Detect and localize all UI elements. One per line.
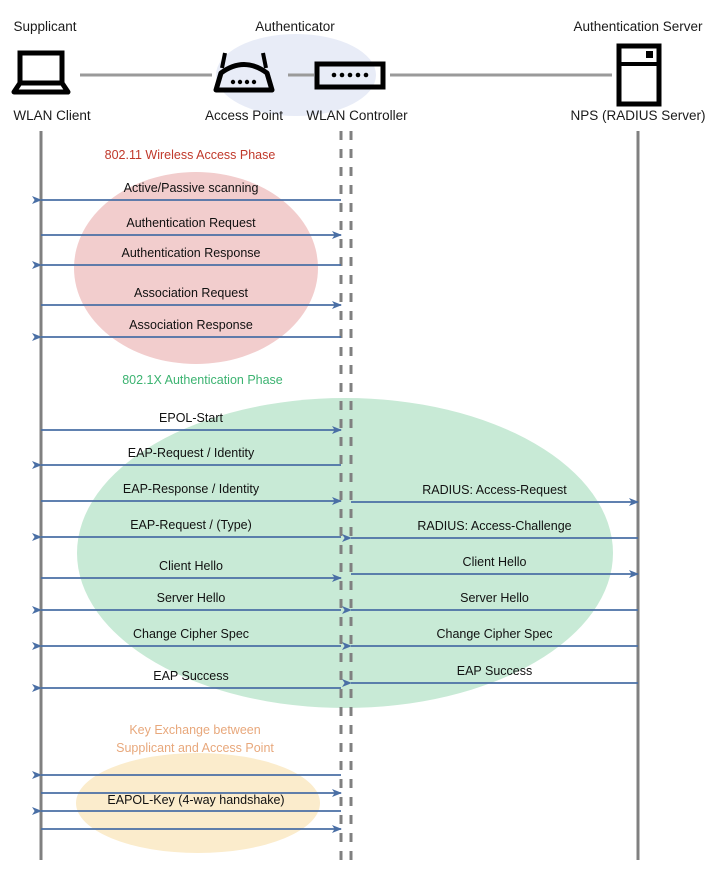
phase-8021x-ellipse <box>77 398 613 708</box>
message-label-association-request-left: Association Request <box>134 286 248 300</box>
message-label-eap-request-type-left: EAP-Request / (Type) <box>130 518 252 532</box>
phase-label-keyexchange-line2: Supplicant and Access Point <box>116 741 274 755</box>
message-label-epol-start-left: EPOL-Start <box>159 411 223 425</box>
server-icon <box>616 43 662 107</box>
actor-name-nps-radius-server: NPS (RADIUS Server) <box>570 108 706 123</box>
phase-label-80211: 802.11 Wireless Access Phase <box>104 148 276 162</box>
message-label-eap-success-left: EAP Success <box>153 669 229 683</box>
actor-name-access-point: Access Point <box>204 108 284 123</box>
message-label-server-hello-left: Server Hello <box>156 591 226 605</box>
message-label-client-hello-right: Client Hello <box>462 555 527 569</box>
message-label-authentication-request-left: Authentication Request <box>126 216 256 230</box>
wlan-controller-icon <box>314 61 386 90</box>
laptop-icon <box>11 50 71 95</box>
message-label-eap-success-right: EAP Success <box>456 664 533 678</box>
phase-keyexchange-ellipse <box>76 753 320 853</box>
message-label-change-cipher-spec-left: Change Cipher Spec <box>132 627 250 641</box>
message-label-server-hello-right: Server Hello <box>460 591 529 605</box>
message-label-eapol-key-group: EAPOL-Key (4-way handshake) <box>107 793 285 807</box>
message-arrow-layer <box>32 196 639 833</box>
message-label-active-passive-scanning-left: Active/Passive scanning <box>123 181 259 195</box>
actor-role-authenticator: Authenticator <box>255 19 335 34</box>
phase-label-8021x: 802.1X Authentication Phase <box>122 373 283 387</box>
wireless-router-icon <box>213 52 275 93</box>
actor-role-supplicant: Supplicant <box>13 19 77 34</box>
phase-80211-ellipse <box>74 172 318 364</box>
message-label-radius-access-request-right: RADIUS: Access-Request <box>422 483 567 497</box>
phase-label-keyexchange-line1: Key Exchange between <box>129 723 261 737</box>
message-label-association-response-left: Association Response <box>129 318 253 332</box>
message-label-client-hello-left: Client Hello <box>159 559 223 573</box>
actor-name-wlan-controller: WLAN Controller <box>306 108 408 123</box>
message-label-eap-response-identity-left: EAP-Response / Identity <box>122 482 260 496</box>
message-label-authentication-response-left: Authentication Response <box>121 246 261 260</box>
actor-name-wlan-client: WLAN Client <box>13 108 91 123</box>
actor-role-authentication-server: Authentication Server <box>573 19 703 34</box>
message-label-eap-request-identity-left: EAP-Request / Identity <box>127 446 255 460</box>
message-label-radius-access-challenge-right: RADIUS: Access-Challenge <box>417 519 572 533</box>
message-label-change-cipher-spec-right: Change Cipher Spec <box>436 627 553 641</box>
